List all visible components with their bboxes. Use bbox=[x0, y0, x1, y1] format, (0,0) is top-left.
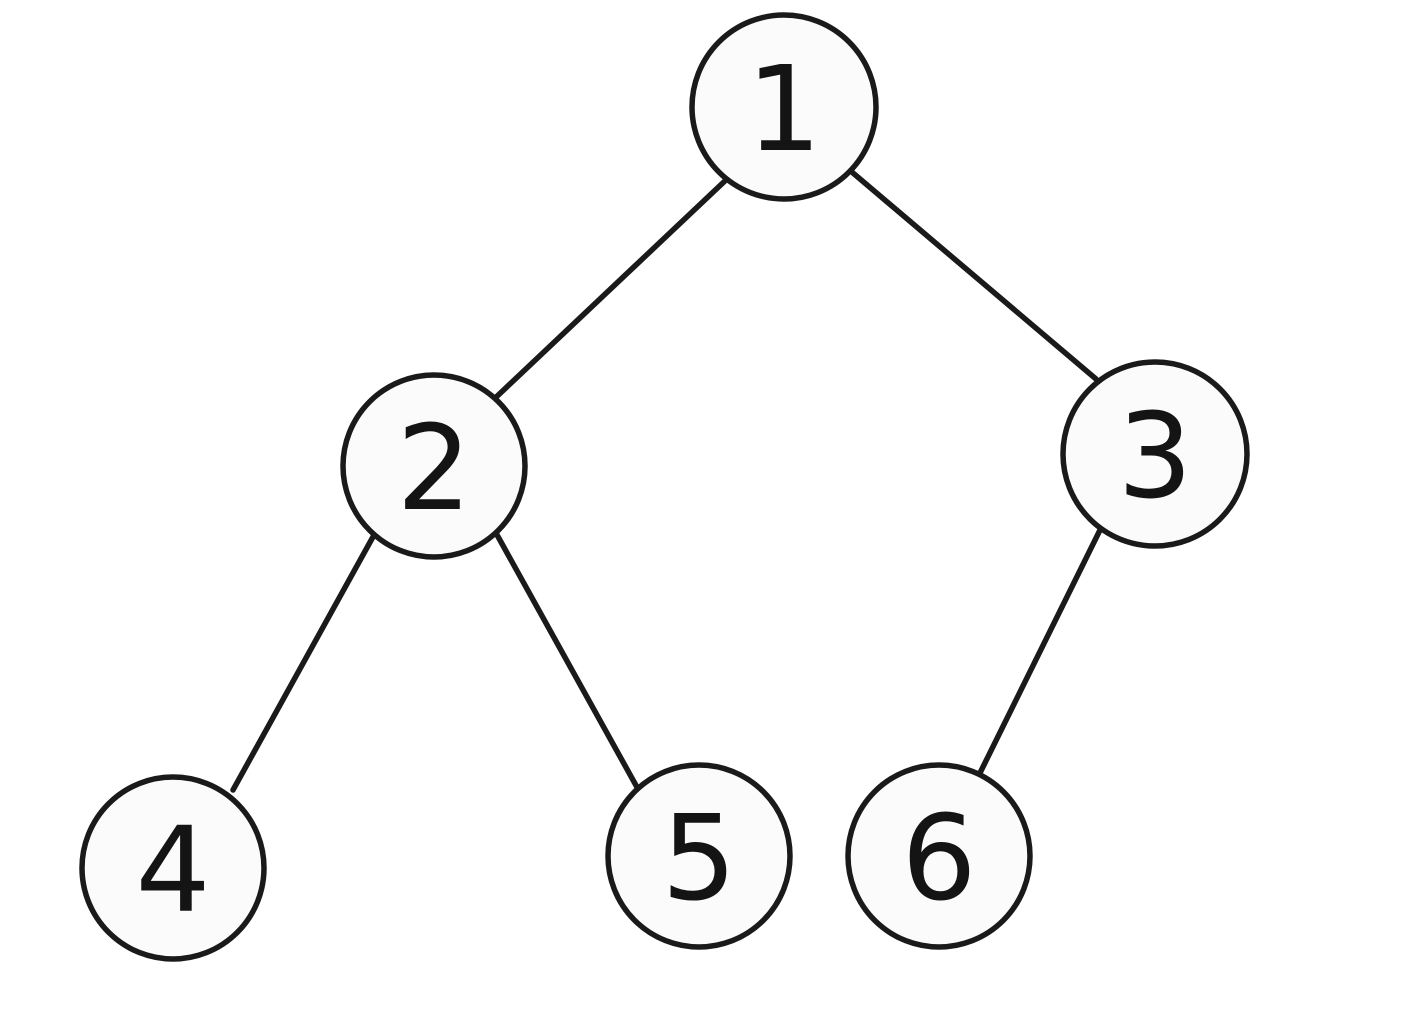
tree-node[interactable]: 6 bbox=[845, 762, 1033, 950]
node-circle[interactable] bbox=[605, 762, 793, 950]
node-circle[interactable] bbox=[340, 372, 528, 560]
tree-node[interactable]: 5 bbox=[605, 762, 793, 950]
node-label: 2 bbox=[396, 399, 471, 537]
tree-node[interactable]: 1 bbox=[689, 12, 879, 202]
node-circle[interactable] bbox=[79, 774, 267, 962]
tree-node[interactable]: 4 bbox=[79, 774, 267, 962]
node-layer: 1 2 3 4 5 6 bbox=[79, 12, 1250, 962]
tree-edge bbox=[230, 532, 377, 793]
node-label: 3 bbox=[1117, 387, 1192, 525]
node-label: 6 bbox=[901, 789, 976, 927]
node-label: 1 bbox=[746, 40, 821, 178]
node-circle[interactable] bbox=[845, 762, 1033, 950]
tree-node[interactable]: 2 bbox=[340, 372, 528, 560]
tree-edge bbox=[489, 176, 730, 404]
tree-node[interactable]: 3 bbox=[1060, 359, 1250, 549]
node-label: 5 bbox=[661, 789, 736, 927]
node-circle[interactable] bbox=[1060, 359, 1250, 549]
tree-edge bbox=[850, 170, 1099, 382]
tree-edge bbox=[975, 525, 1104, 780]
node-label: 4 bbox=[135, 801, 210, 939]
node-circle[interactable] bbox=[689, 12, 879, 202]
tree-edge bbox=[493, 530, 641, 792]
edge-layer bbox=[230, 170, 1104, 793]
